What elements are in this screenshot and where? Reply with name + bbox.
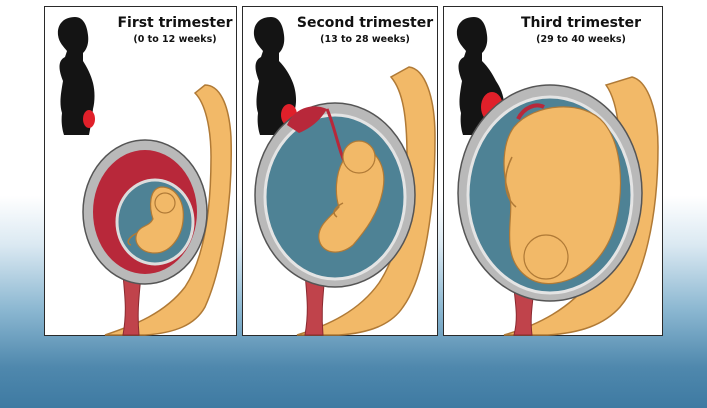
third-trimester-illustration xyxy=(444,7,664,337)
panel-week-range: (29 to 40 weeks) xyxy=(506,34,656,45)
first-trimester-illustration xyxy=(45,7,238,337)
panel-week-range: (13 to 28 weeks) xyxy=(293,34,437,45)
woman-silhouette-icon xyxy=(254,17,297,135)
panel-first-trimester: First trimester (0 to 12 weeks) xyxy=(44,6,237,336)
panel-title: First trimester xyxy=(115,15,235,31)
woman-silhouette-icon xyxy=(58,17,95,135)
panel-title: Second trimester xyxy=(293,15,437,31)
second-trimester-illustration xyxy=(243,7,439,337)
panel-third-trimester: Third trimester (29 to 40 weeks) xyxy=(443,6,663,336)
panel-title: Third trimester xyxy=(506,15,656,31)
panel-second-trimester: Second trimester (13 to 28 weeks) xyxy=(242,6,438,336)
panel-week-range: (0 to 12 weeks) xyxy=(115,34,235,45)
